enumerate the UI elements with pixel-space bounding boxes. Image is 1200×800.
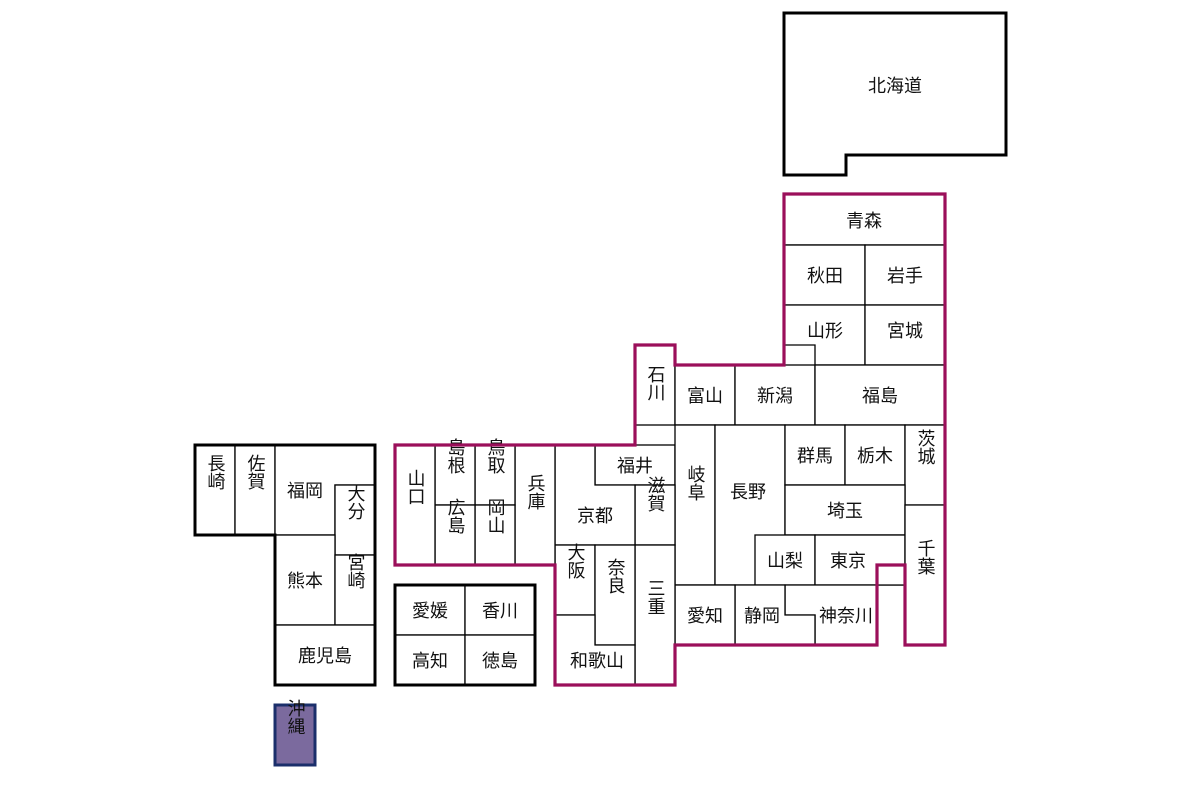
label-oita: 大分 <box>345 484 366 520</box>
prefecture-toyama[interactable]: 富山 <box>674 364 736 426</box>
label-akita: 秋田 <box>807 266 843 287</box>
label-fukui: 福井 <box>617 456 653 477</box>
prefecture-aichi[interactable]: 愛知 <box>674 584 736 646</box>
prefecture-okinawa[interactable]: 沖縄 <box>273 699 317 767</box>
label-nara: 奈良 <box>605 558 626 594</box>
label-tottori: 鳥取 <box>485 438 506 474</box>
prefecture-miyagi[interactable]: 宮城 <box>864 304 946 366</box>
region-hokkaido[interactable]: 北海道 <box>782 11 1008 177</box>
prefecture-tochigi[interactable]: 栃木 <box>844 424 906 486</box>
label-tochigi: 栃木 <box>857 446 893 467</box>
prefecture-saitama[interactable]: 埼玉 <box>784 484 906 536</box>
prefecture-wakayama[interactable]: 和歌山 <box>554 614 636 686</box>
prefecture-akita[interactable]: 秋田 <box>783 244 866 306</box>
label-kagawa: 香川 <box>482 601 518 622</box>
label-iwate: 岩手 <box>887 266 923 287</box>
prefecture-niigata[interactable]: 新潟 <box>734 364 816 426</box>
prefecture-hiroshima[interactable]: 広島 <box>434 498 476 566</box>
okinawa-cell <box>275 705 315 765</box>
prefecture-aomori[interactable]: 青森 <box>783 193 946 246</box>
label-aomori: 青森 <box>846 211 882 232</box>
prefecture-ishikawa[interactable]: 石川 <box>634 344 676 426</box>
prefecture-iwate[interactable]: 岩手 <box>864 244 946 306</box>
label-nagano: 長野 <box>730 482 766 503</box>
label-fukuoka: 福岡 <box>287 481 323 502</box>
prefecture-nagasaki[interactable]: 長崎 <box>194 444 236 536</box>
prefecture-gunma[interactable]: 群馬 <box>784 424 846 486</box>
label-yamanashi: 山梨 <box>767 551 803 572</box>
honshu-outline <box>393 192 947 687</box>
prefecture-ehime[interactable]: 愛媛 <box>394 584 466 636</box>
label-yamagata: 山形 <box>807 321 843 342</box>
region-honshu: 青森 秋田 岩手 山形 宮城 石川 富山 新潟 <box>393 192 947 687</box>
prefecture-saga[interactable]: 佐賀 <box>234 444 276 536</box>
prefecture-okayama[interactable]: 岡山 <box>474 498 516 566</box>
kyushu-outline <box>193 443 377 687</box>
label-hiroshima: 広島 <box>445 498 466 535</box>
prefecture-tottori[interactable]: 鳥取 <box>474 438 516 506</box>
label-kochi: 高知 <box>412 651 448 672</box>
region-kyushu: 長崎 佐賀 福岡 大分 熊本 宮崎 鹿児島 <box>193 443 377 687</box>
label-yamaguchi: 山口 <box>405 469 426 505</box>
prefecture-mie[interactable]: 三重 <box>634 544 676 686</box>
label-chiba: 千葉 <box>915 539 936 575</box>
prefecture-yamaguchi[interactable]: 山口 <box>394 444 436 566</box>
prefecture-kagoshima[interactable]: 鹿児島 <box>274 624 376 686</box>
label-nagasaki: 長崎 <box>205 454 226 490</box>
label-fukushima: 福島 <box>862 386 898 407</box>
prefecture-hokkaido[interactable] <box>782 11 1008 177</box>
prefecture-oita[interactable]: 大分 <box>334 484 376 556</box>
label-aichi: 愛知 <box>687 606 723 627</box>
prefecture-yamagata[interactable]: 山形 <box>783 304 866 366</box>
prefecture-nara[interactable]: 奈良 <box>594 544 636 646</box>
label-hokkaido: 北海道 <box>868 76 922 97</box>
prefecture-gifu[interactable]: 岐阜 <box>674 424 716 586</box>
shikoku-outline <box>393 583 537 687</box>
label-kyoto: 京都 <box>577 506 613 527</box>
label-gunma: 群馬 <box>797 446 833 467</box>
label-miyazaki: 宮崎 <box>345 553 366 589</box>
label-saga: 佐賀 <box>245 454 266 490</box>
prefecture-ibaraki[interactable]: 茨城 <box>904 424 946 506</box>
region-shikoku: 愛媛 香川 高知 徳島 <box>393 583 537 687</box>
prefecture-hyogo[interactable]: 兵庫 <box>514 444 556 566</box>
label-kagoshima: 鹿児島 <box>298 646 352 667</box>
okinawa-outline <box>273 703 317 767</box>
label-niigata: 新潟 <box>757 386 793 407</box>
prefecture-shizuoka[interactable]: 静岡 <box>734 584 816 646</box>
prefecture-tokushima[interactable]: 徳島 <box>464 634 536 686</box>
label-toyama: 富山 <box>687 386 723 407</box>
label-osaka: 大阪 <box>565 543 586 579</box>
label-ibaraki: 茨城 <box>915 429 936 465</box>
label-tokushima: 徳島 <box>482 651 518 672</box>
label-mie: 三重 <box>645 579 666 615</box>
label-ehime: 愛媛 <box>412 601 448 622</box>
prefecture-yamanashi[interactable]: 山梨 <box>754 534 816 586</box>
prefecture-shimane[interactable]: 島根 <box>434 438 476 506</box>
prefecture-shiga[interactable]: 滋賀 <box>634 476 676 546</box>
label-shimane: 島根 <box>445 438 466 474</box>
label-okinawa: 沖縄 <box>285 699 306 735</box>
label-tokyo: 東京 <box>830 551 866 572</box>
label-kanagawa: 神奈川 <box>819 606 873 627</box>
label-shiga: 滋賀 <box>645 476 666 512</box>
label-hyogo: 兵庫 <box>525 474 546 510</box>
prefecture-fukushima[interactable]: 福島 <box>814 364 946 426</box>
label-miyagi: 宮城 <box>887 321 923 342</box>
prefecture-miyazaki[interactable]: 宮崎 <box>334 553 376 626</box>
prefecture-kagawa[interactable]: 香川 <box>464 584 536 636</box>
label-ishikawa: 石川 <box>645 365 666 401</box>
prefecture-kumamoto[interactable]: 熊本 <box>274 534 336 626</box>
label-okayama: 岡山 <box>485 498 506 534</box>
label-wakayama: 和歌山 <box>570 651 624 672</box>
label-saitama: 埼玉 <box>827 501 863 522</box>
prefecture-kochi[interactable]: 高知 <box>394 634 466 686</box>
prefecture-osaka[interactable]: 大阪 <box>554 543 596 616</box>
label-kumamoto: 熊本 <box>287 571 323 592</box>
label-gifu: 岐阜 <box>685 465 706 501</box>
label-shizuoka: 静岡 <box>744 606 780 627</box>
